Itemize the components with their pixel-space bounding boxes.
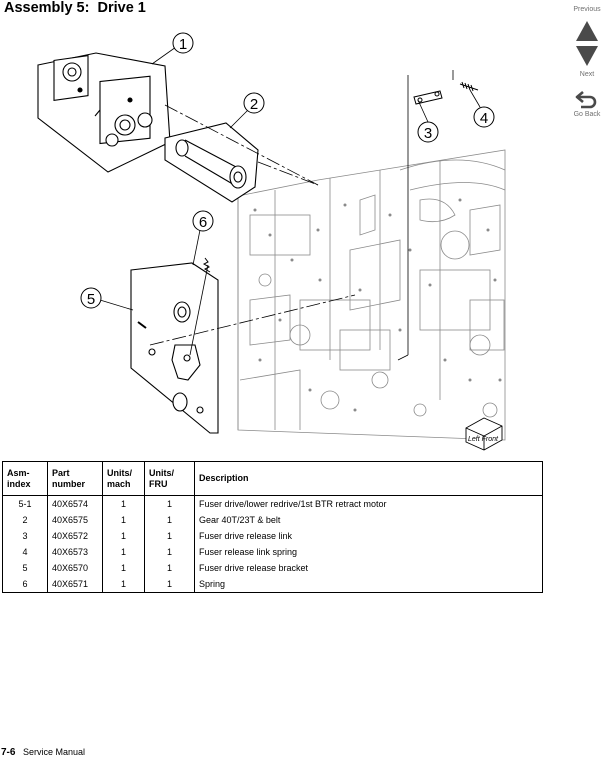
leader-lines — [99, 46, 481, 361]
cell-units-mach: 1 — [102, 512, 145, 528]
frame-holes — [253, 198, 502, 412]
svg-text:6: 6 — [199, 214, 207, 231]
footer-page-number: 7-6 — [1, 747, 16, 758]
cell-description: Fuser drive release bracket — [194, 560, 543, 576]
footer-title: Service Manual — [22, 747, 85, 757]
part-5-release-bracket — [130, 262, 219, 434]
callout-1: 1 — [172, 32, 194, 54]
header-units-fru: Units/FRU — [144, 461, 195, 496]
cell-description: Fuser release link spring — [194, 544, 543, 560]
orientation-cube: Left Front — [465, 417, 503, 451]
cell-units-mach: 1 — [102, 495, 145, 512]
part-1-motor-assembly — [37, 52, 171, 173]
table-row: 5-1 40X6574 1 1 Fuser drive/lower redriv… — [2, 495, 543, 512]
cell-units-mach: 1 — [102, 560, 145, 576]
next-label[interactable]: Next — [579, 71, 595, 78]
svg-text:4: 4 — [480, 110, 488, 127]
callout-5: 5 — [80, 287, 102, 309]
callout-4: 4 — [473, 106, 495, 128]
cell-units-fru: 1 — [144, 560, 195, 576]
cell-units-fru: 1 — [144, 576, 195, 593]
exploded-parts-diagram: 1 2 3 4 5 6 Left Front — [37, 32, 506, 451]
header-description: Description — [194, 461, 543, 496]
cell-units-fru: 1 — [144, 528, 195, 544]
svg-text:2: 2 — [250, 96, 258, 113]
cell-units-mach: 1 — [102, 576, 145, 593]
cell-units-fru: 1 — [144, 544, 195, 560]
cell-index: 5 — [2, 560, 48, 576]
table-row: 5 40X6570 1 1 Fuser drive release bracke… — [2, 560, 543, 576]
previous-label[interactable]: Previous — [573, 6, 601, 13]
table-row: 3 40X6572 1 1 Fuser drive release link — [2, 528, 543, 544]
cell-part-number: 40X6574 — [47, 495, 103, 512]
cell-part-number: 40X6571 — [47, 576, 103, 593]
table-row: 4 40X6573 1 1 Fuser release link spring — [2, 544, 543, 560]
part-4-link-spring — [459, 81, 479, 92]
previous-arrow-icon[interactable] — [575, 20, 599, 42]
callout-2: 2 — [243, 92, 265, 114]
cell-index: 4 — [2, 544, 48, 560]
printer-frame — [237, 149, 506, 441]
cell-units-fru: 1 — [144, 512, 195, 528]
go-back-label[interactable]: Go Back — [573, 111, 601, 118]
cell-index: 2 — [2, 512, 48, 528]
svg-text:3: 3 — [424, 125, 432, 142]
go-back-icon[interactable] — [575, 88, 599, 110]
page-title: Assembly 5: Drive 1 — [4, 0, 146, 16]
cell-units-mach: 1 — [102, 544, 145, 560]
cell-units-mach: 1 — [102, 528, 145, 544]
cell-description: Spring — [194, 576, 543, 593]
header-units-mach: Units/mach — [102, 461, 145, 496]
next-arrow-icon[interactable] — [575, 45, 599, 67]
callout-6: 6 — [192, 210, 214, 232]
callout-3: 3 — [417, 121, 439, 143]
table-row: 6 40X6571 1 1 Spring — [2, 576, 543, 593]
cell-index: 5-1 — [2, 495, 48, 512]
page-footer: 7-6 Service Manual — [1, 747, 85, 758]
part-3-release-link — [413, 90, 443, 105]
cell-index: 3 — [2, 528, 48, 544]
cell-part-number: 40X6575 — [47, 512, 103, 528]
part-6-spring — [202, 257, 211, 273]
cell-description: Fuser drive/lower redrive/1st BTR retrac… — [194, 495, 543, 512]
part-2-gear-belt — [164, 122, 259, 203]
cell-part-number: 40X6572 — [47, 528, 103, 544]
cell-part-number: 40X6573 — [47, 544, 103, 560]
svg-text:5: 5 — [87, 291, 95, 308]
cell-description: Gear 40T/23T & belt — [194, 512, 543, 528]
svg-text:1: 1 — [179, 36, 187, 53]
cell-part-number: 40X6570 — [47, 560, 103, 576]
header-asm-index: Asm-index — [2, 461, 48, 496]
table-row: 2 40X6575 1 1 Gear 40T/23T & belt — [2, 512, 543, 528]
cell-units-fru: 1 — [144, 495, 195, 512]
cell-description: Fuser drive release link — [194, 528, 543, 544]
cell-index: 6 — [2, 576, 48, 593]
front-label: Left Front — [468, 436, 499, 443]
